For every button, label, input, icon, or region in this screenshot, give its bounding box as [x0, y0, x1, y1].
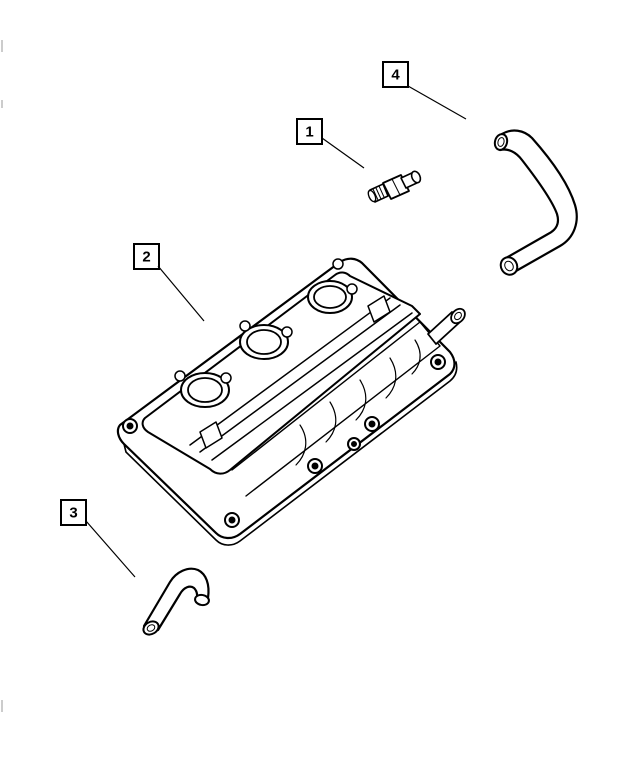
callout-4[interactable]: 4 — [382, 61, 409, 88]
breather-nipple — [427, 307, 466, 345]
svg-text:1: 1 — [305, 124, 313, 141]
pcv-valve-icon[interactable] — [367, 170, 422, 203]
callout-2[interactable]: 2 — [133, 243, 160, 270]
callout-1[interactable]: 1 — [296, 118, 323, 145]
svg-text:2: 2 — [142, 249, 150, 266]
short-hose-icon[interactable] — [141, 567, 210, 637]
mounting-bolts — [122, 354, 446, 528]
leader-line-2 — [157, 265, 205, 322]
valve-cover-icon[interactable] — [116, 257, 468, 546]
leader-line-4 — [407, 85, 467, 120]
svg-text:3: 3 — [69, 505, 77, 522]
callout-3[interactable]: 3 — [60, 499, 87, 526]
leader-line-3 — [85, 520, 136, 578]
long-hose-icon[interactable] — [493, 129, 578, 278]
spark-plug-openings — [174, 258, 358, 408]
svg-text:4: 4 — [391, 67, 400, 84]
leader-line-1 — [321, 137, 365, 169]
